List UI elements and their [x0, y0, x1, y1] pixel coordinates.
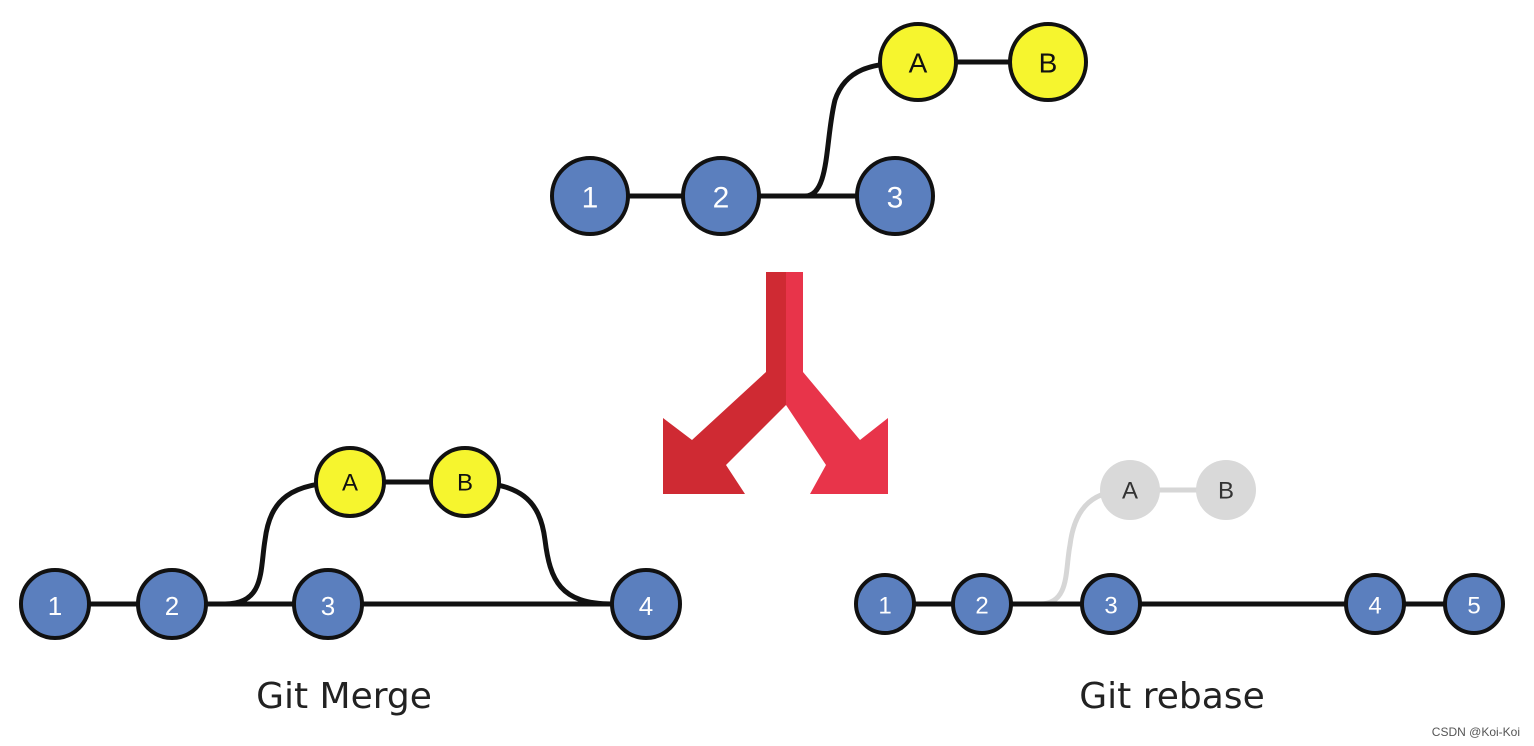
top-diagram-connectors	[590, 59, 1048, 199]
commit-label: 4	[639, 591, 653, 621]
rebase-commit-1: 1	[854, 573, 916, 635]
commit-label: 4	[1368, 593, 1381, 620]
commit-label: B	[1218, 478, 1234, 505]
split-arrow-icon	[663, 272, 888, 494]
commit-label: 3	[321, 591, 335, 621]
merge-commit-4: 4	[610, 568, 682, 640]
top-commit-1: 1	[550, 156, 630, 236]
split-arrow-right-half	[786, 272, 888, 494]
rebase-commit-3: 3	[1080, 573, 1142, 635]
commit-label: A	[1122, 478, 1138, 505]
commit-label: A	[909, 48, 928, 79]
git-rebase-caption: Git rebase	[1079, 676, 1264, 717]
commit-label: B	[1039, 48, 1058, 79]
commit-label: 3	[1104, 593, 1117, 620]
git-merge-caption: Git Merge	[256, 676, 432, 717]
merge-branch-line	[224, 479, 613, 607]
commit-label: 3	[887, 182, 904, 215]
commit-label: 2	[975, 593, 988, 620]
merge-commit-3: 3	[292, 568, 364, 640]
top-commit-2: 2	[681, 156, 761, 236]
top-commit-3: 3	[855, 156, 935, 236]
watermark-text: CSDN @Koi-Koi	[1432, 725, 1520, 739]
commit-label: 2	[713, 182, 730, 215]
merge-commit-a: A	[314, 446, 386, 518]
merge-commit-b: B	[429, 446, 501, 518]
commit-label: A	[342, 470, 358, 497]
top-commit-b: B	[1008, 22, 1088, 102]
split-arrow-left-half	[663, 272, 786, 494]
commit-label: B	[457, 470, 473, 497]
top-commit-a: A	[878, 22, 958, 102]
rebase-ghost-commit-b: B	[1196, 460, 1256, 520]
commit-label: 1	[48, 591, 62, 621]
commit-label: 1	[582, 182, 599, 215]
commit-label: 1	[878, 593, 891, 620]
merge-commit-1: 1	[19, 568, 91, 640]
rebase-commit-2: 2	[951, 573, 1013, 635]
rebase-commit-4: 4	[1344, 573, 1406, 635]
commit-label: 5	[1467, 593, 1480, 620]
commit-label: 2	[165, 591, 179, 621]
merge-commit-2: 2	[136, 568, 208, 640]
rebase-ghost-commit-a: A	[1100, 460, 1160, 520]
rebase-commit-5: 5	[1443, 573, 1505, 635]
